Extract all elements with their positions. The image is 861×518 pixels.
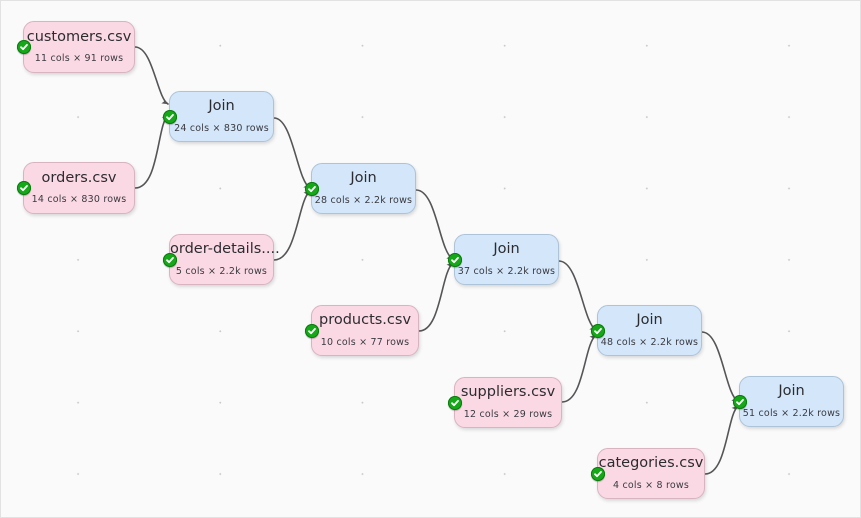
edge-join4-to-join5[interactable] <box>701 331 739 402</box>
node-title: customers.csv <box>26 29 132 45</box>
check-circle-icon <box>591 466 605 481</box>
node-shape-meta: 24 cols × 830 rows <box>174 122 269 134</box>
node-join4[interactable]: Join 48 cols × 2.2k rows <box>591 305 702 356</box>
check-circle-icon <box>448 395 462 410</box>
edge-suppliers-to-join4[interactable] <box>561 334 597 403</box>
check-circle-icon <box>305 323 319 338</box>
node-categories[interactable]: categories.csv 4 cols × 8 rows <box>591 448 705 499</box>
node-shape-meta: 5 cols × 2.2k rows <box>175 265 268 277</box>
node-products[interactable]: products.csv 10 cols × 77 rows <box>305 305 419 356</box>
node-title: order-details.... <box>170 242 280 258</box>
check-circle-icon <box>163 109 177 124</box>
edge-customers-to-join1[interactable] <box>134 46 169 105</box>
node-order-details[interactable]: order-details.... 5 cols × 2.2k rows <box>163 234 280 285</box>
check-circle-icon <box>163 252 177 267</box>
check-circle-icon <box>448 252 462 267</box>
node-shape-meta: 12 cols × 29 rows <box>463 408 553 420</box>
node-title: orders.csv <box>41 170 117 186</box>
node-title: categories.csv <box>598 456 704 472</box>
node-join3[interactable]: Join 37 cols × 2.2k rows <box>448 234 559 285</box>
node-shape-meta: 28 cols × 2.2k rows <box>314 194 413 206</box>
check-circle-icon <box>733 394 747 409</box>
node-shape-meta: 37 cols × 2.2k rows <box>457 265 556 277</box>
edge-join2-to-join3[interactable] <box>415 189 454 260</box>
node-title: Join <box>636 313 663 329</box>
check-circle-icon <box>17 40 31 54</box>
node-join5[interactable]: Join 51 cols × 2.2k rows <box>733 376 844 427</box>
edge-orders-to-join1[interactable] <box>134 114 169 189</box>
node-title: Join <box>493 242 520 258</box>
node-title: products.csv <box>318 313 412 329</box>
edge-join1-to-join2[interactable] <box>273 117 311 189</box>
node-shape-meta: 51 cols × 2.2k rows <box>742 407 841 419</box>
node-shape-meta: 4 cols × 8 rows <box>613 479 689 491</box>
node-title: Join <box>350 171 377 187</box>
node-orders[interactable]: orders.csv 14 cols × 830 rows <box>17 162 135 214</box>
node-title: Join <box>208 99 235 115</box>
edge-join3-to-join4[interactable] <box>558 260 597 331</box>
node-join1[interactable]: Join 24 cols × 830 rows <box>163 91 274 142</box>
edge-products-to-join3[interactable] <box>418 262 454 332</box>
node-shape-meta: 14 cols × 830 rows <box>31 194 127 206</box>
check-circle-icon <box>305 181 319 196</box>
check-circle-icon <box>17 181 31 195</box>
node-shape-meta: 48 cols × 2.2k rows <box>600 336 699 348</box>
node-customers[interactable]: customers.csv 11 cols × 91 rows <box>17 21 135 73</box>
node-join2[interactable]: Join 28 cols × 2.2k rows <box>305 163 416 214</box>
node-title: Join <box>778 384 805 400</box>
node-title: suppliers.csv <box>460 385 556 401</box>
node-shape-meta: 10 cols × 77 rows <box>320 336 410 348</box>
node-suppliers[interactable]: suppliers.csv 12 cols × 29 rows <box>448 377 562 428</box>
node-shape-meta: 11 cols × 91 rows <box>34 53 124 65</box>
check-circle-icon <box>591 323 605 338</box>
